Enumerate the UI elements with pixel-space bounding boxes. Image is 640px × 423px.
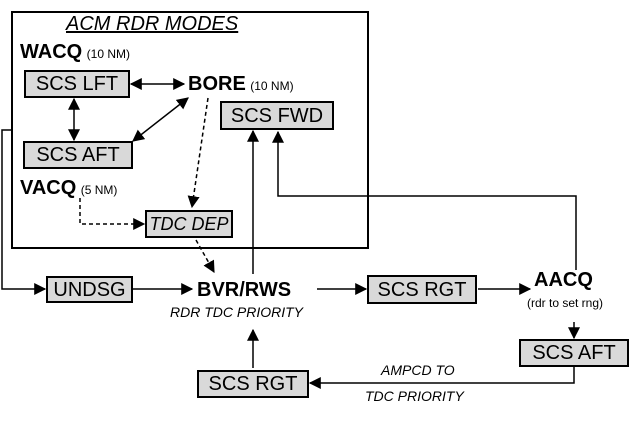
ampcd-note-line2: TDC PRIORITY xyxy=(365,388,464,404)
dashed-arrow-tdc-dep-bvr xyxy=(195,239,215,274)
scs-aft-right-box: SCS AFT xyxy=(519,339,629,367)
vacq-name: VACQ xyxy=(20,177,77,199)
scs-rgt-mid-box: SCS RGT xyxy=(367,275,477,304)
scs-rgt-low-box: SCS RGT xyxy=(197,370,309,398)
wacq-name: WACQ xyxy=(20,41,83,63)
scs-lft-box: SCS LFT xyxy=(24,70,130,98)
bvr-rws-label: BVR/RWS xyxy=(197,279,292,301)
bore-range: (10 NM) xyxy=(250,79,294,93)
wacq-range: (10 NM) xyxy=(86,47,131,61)
scs-fwd-box: SCS FWD xyxy=(220,101,334,130)
arrow-aacq-scs-fwd xyxy=(272,130,577,270)
wacq-label: WACQ (10 NM) xyxy=(20,41,130,64)
rdr-tdc-priority-label: RDR TDC PRIORITY xyxy=(170,304,303,320)
scs-aft-upper-box: SCS AFT xyxy=(23,141,133,169)
dashed-arrow-bore-tdc-dep xyxy=(187,97,209,209)
diagram-title: ACM RDR MODES xyxy=(66,13,239,35)
arrow-scs-aft-scs-rgt xyxy=(308,366,575,389)
aacq-label: AACQ xyxy=(534,269,593,291)
bore-name: BORE xyxy=(188,73,246,95)
vacq-label: VACQ (5 NM) xyxy=(20,177,117,200)
arrow-scs-aft-bore xyxy=(132,97,189,142)
bore-label: BORE (10 NM) xyxy=(188,73,294,96)
tdc-dep-box: TDC DEP xyxy=(145,210,233,238)
arrow-acm-undsg xyxy=(1,129,47,295)
ampcd-note-line1: AMPCD TO xyxy=(381,362,455,378)
undsg-box: UNDSG xyxy=(46,276,133,303)
aacq-note: (rdr to set rng) xyxy=(527,296,604,310)
dashed-arrow-vacq-tdc-dep xyxy=(79,198,146,230)
vacq-range: (5 NM) xyxy=(80,183,118,197)
